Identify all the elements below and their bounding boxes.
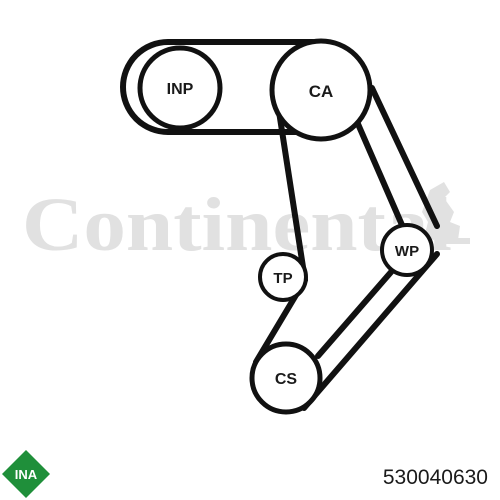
prancing-horse-icon	[422, 182, 470, 244]
ina-logo: INA	[2, 450, 50, 498]
pulley-ca-label: CA	[309, 82, 334, 101]
pulley-wp-circle	[380, 223, 434, 277]
continental-watermark: Continental	[22, 182, 470, 267]
pulley-tp: TP	[258, 252, 308, 302]
pulley-ca-circle	[269, 38, 373, 142]
belt-run-wp-cs	[301, 251, 440, 411]
pulley-wp: WP	[380, 223, 434, 277]
pulley-cs-circle	[249, 341, 323, 415]
pulley-inp-circle	[137, 45, 223, 131]
pulley-cs: CS	[249, 341, 323, 415]
part-number: 530040630	[382, 466, 488, 489]
pulley-inp-label: INP	[167, 81, 194, 98]
pulley-wp-label: WP	[395, 243, 419, 260]
belt-run-tp-ca	[273, 89, 308, 283]
pulley-cs-label: CS	[275, 371, 298, 388]
pulley-inp: INP	[137, 45, 223, 131]
belt-run-ca-wp	[369, 85, 440, 229]
ina-logo-text: INA	[15, 467, 38, 482]
pulley-tp-label: TP	[273, 270, 292, 287]
pulley-tp-circle	[258, 252, 308, 302]
ina-logo-diamond-icon	[2, 450, 50, 498]
pulley-ca: CA	[269, 38, 373, 142]
